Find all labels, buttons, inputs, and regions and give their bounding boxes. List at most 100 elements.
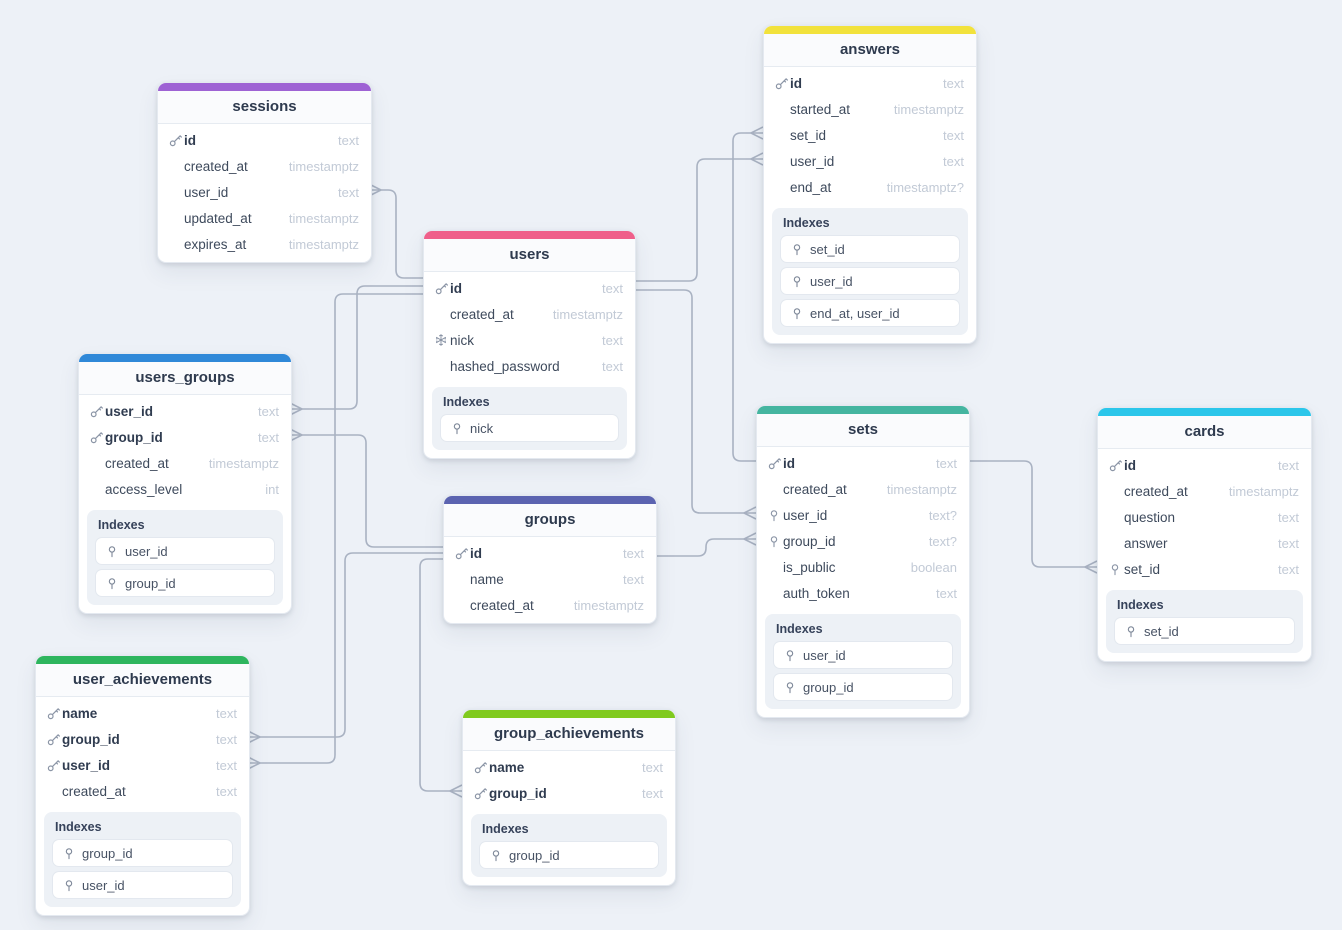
table-color-bar [444,496,656,504]
field-name: name [489,759,525,775]
field-row-group_achievements-name[interactable]: name text [463,754,675,780]
table-title-answers[interactable]: answers [764,34,976,67]
crows-foot-many-marker [449,784,463,798]
field-type: text? [928,507,957,523]
indexes-label: Indexes [98,518,145,532]
field-name: expires_at [184,236,247,252]
table-title-users[interactable]: users [424,239,635,272]
table-group_achievements[interactable]: group_achievements name text group_id te… [462,709,676,886]
index-pill-users-0[interactable]: nick [441,415,618,441]
field-row-users-hashed_password[interactable]: hashed_password text [424,353,635,379]
table-users_groups[interactable]: users_groups user_id text group_id text … [78,353,292,614]
index-pill-users_groups-0[interactable]: user_id [96,538,274,564]
table-indexes-section: Indexes user_id group_id [765,614,961,709]
field-row-users-nick[interactable]: nick text [424,327,635,353]
table-title-groups[interactable]: groups [444,504,656,537]
index-pill-answers-0[interactable]: set_id [781,236,959,262]
relationship-sessions.user_id-users.id[interactable] [368,183,423,279]
field-row-sessions-updated_at[interactable]: updated_at timestamptz [158,205,371,231]
indexes-label: Indexes [482,822,529,836]
field-row-groups-created_at[interactable]: created_at timestamptz [444,592,656,618]
index-pill-sets-1[interactable]: group_id [774,674,952,700]
relationship-users.id-answers.user_id[interactable] [634,152,764,282]
table-title-sets[interactable]: sets [757,414,969,447]
field-type: text [642,759,663,775]
field-row-users_groups-user_id[interactable]: user_id text [79,398,291,424]
field-name: id [783,455,795,471]
field-row-cards-created_at[interactable]: created_at timestamptz [1098,478,1311,504]
pin-icon [106,545,118,558]
field-type: text [936,585,957,601]
field-row-sessions-id[interactable]: id text [158,127,371,153]
index-pill-user_achievements-0[interactable]: group_id [53,840,232,866]
table-title-cards[interactable]: cards [1098,416,1311,449]
index-pill-cards-0[interactable]: set_id [1115,618,1294,644]
index-pill-group_achievements-0[interactable]: group_id [480,842,658,868]
table-cards[interactable]: cards id text created_at timestamptz que… [1097,407,1312,662]
field-row-sessions-user_id[interactable]: user_id text [158,179,371,205]
field-row-cards-question[interactable]: question text [1098,504,1311,530]
table-groups[interactable]: groups id text name text created_at time… [443,495,657,624]
field-type: timestamptz [288,158,359,174]
relationship-sets.id-answers.set_id[interactable] [732,126,764,462]
relationship-groups.id-sets.group_id[interactable] [655,532,757,557]
field-row-groups-id[interactable]: id text [444,540,656,566]
table-user_achievements[interactable]: user_achievements name text group_id tex… [35,655,250,916]
field-row-user_achievements-created_at[interactable]: created_at text [36,778,249,804]
table-users[interactable]: users id text created_at timestamptz nic… [423,230,636,459]
table-title-group_achievements[interactable]: group_achievements [463,718,675,751]
table-sets[interactable]: sets id text created_at timestamptz user… [756,405,970,718]
field-type: text [943,75,964,91]
field-row-answers-user_id[interactable]: user_id text [764,148,976,174]
field-row-answers-started_at[interactable]: started_at timestamptz [764,96,976,122]
field-row-sets-user_id[interactable]: user_id text? [757,502,969,528]
field-row-sets-group_id[interactable]: group_id text? [757,528,969,554]
field-row-sets-auth_token[interactable]: auth_token text [757,580,969,606]
table-title-users_groups[interactable]: users_groups [79,362,291,395]
index-pill-sets-0[interactable]: user_id [774,642,952,668]
field-row-users_groups-created_at[interactable]: created_at timestamptz [79,450,291,476]
relationship-users.id-sets.user_id[interactable] [634,289,757,520]
table-title-user_achievements[interactable]: user_achievements [36,664,249,697]
field-row-users_groups-access_level[interactable]: access_level int [79,476,291,502]
field-row-users-id[interactable]: id text [424,275,635,301]
field-row-users-created_at[interactable]: created_at timestamptz [424,301,635,327]
field-name: user_id [184,184,229,200]
field-row-cards-answer[interactable]: answer text [1098,530,1311,556]
field-row-cards-id[interactable]: id text [1098,452,1311,478]
field-row-answers-id[interactable]: id text [764,70,976,96]
table-title-sessions[interactable]: sessions [158,91,371,124]
field-row-groups-name[interactable]: name text [444,566,656,592]
index-pill-answers-1[interactable]: user_id [781,268,959,294]
field-row-answers-set_id[interactable]: set_id text [764,122,976,148]
index-pill-user_achievements-1[interactable]: user_id [53,872,232,898]
table-answers[interactable]: answers id text started_at timestamptz s… [763,25,977,344]
relationship-users_groups.group_id-groups.id[interactable] [289,428,443,548]
relationship-user_achievements.group_id-groups.id[interactable] [247,552,443,744]
field-name: nick [450,332,475,348]
field-row-sessions-expires_at[interactable]: expires_at timestamptz [158,231,371,257]
field-row-sets-id[interactable]: id text [757,450,969,476]
field-row-sets-created_at[interactable]: created_at timestamptz [757,476,969,502]
table-indexes-section: Indexes group_id [471,814,667,877]
relationship-sets.id-cards.set_id[interactable] [968,460,1098,574]
field-row-sets-is_public[interactable]: is_public boolean [757,554,969,580]
field-row-user_achievements-name[interactable]: name text [36,700,249,726]
relationship-user_achievements.user_id-users.id[interactable] [247,293,423,770]
field-row-user_achievements-group_id[interactable]: group_id text [36,726,249,752]
field-row-group_achievements-group_id[interactable]: group_id text [463,780,675,806]
table-sessions[interactable]: sessions id text created_at timestamptz … [157,82,372,263]
field-row-cards-set_id[interactable]: set_id text [1098,556,1311,582]
relationship-groups.id-group_achievements.group_id[interactable] [419,558,463,798]
relationship-users_groups.user_id-users.id[interactable] [289,285,423,416]
index-pill-users_groups-1[interactable]: group_id [96,570,274,596]
field-row-users_groups-group_id[interactable]: group_id text [79,424,291,450]
index-pill-answers-2[interactable]: end_at, user_id [781,300,959,326]
field-row-user_achievements-user_id[interactable]: user_id text [36,752,249,778]
field-type: timestamptz [893,101,964,117]
field-row-answers-end_at[interactable]: end_at timestamptz? [764,174,976,200]
field-type: text [1278,535,1299,551]
field-row-sessions-created_at[interactable]: created_at timestamptz [158,153,371,179]
table-fields: name text group_id text [463,751,675,811]
